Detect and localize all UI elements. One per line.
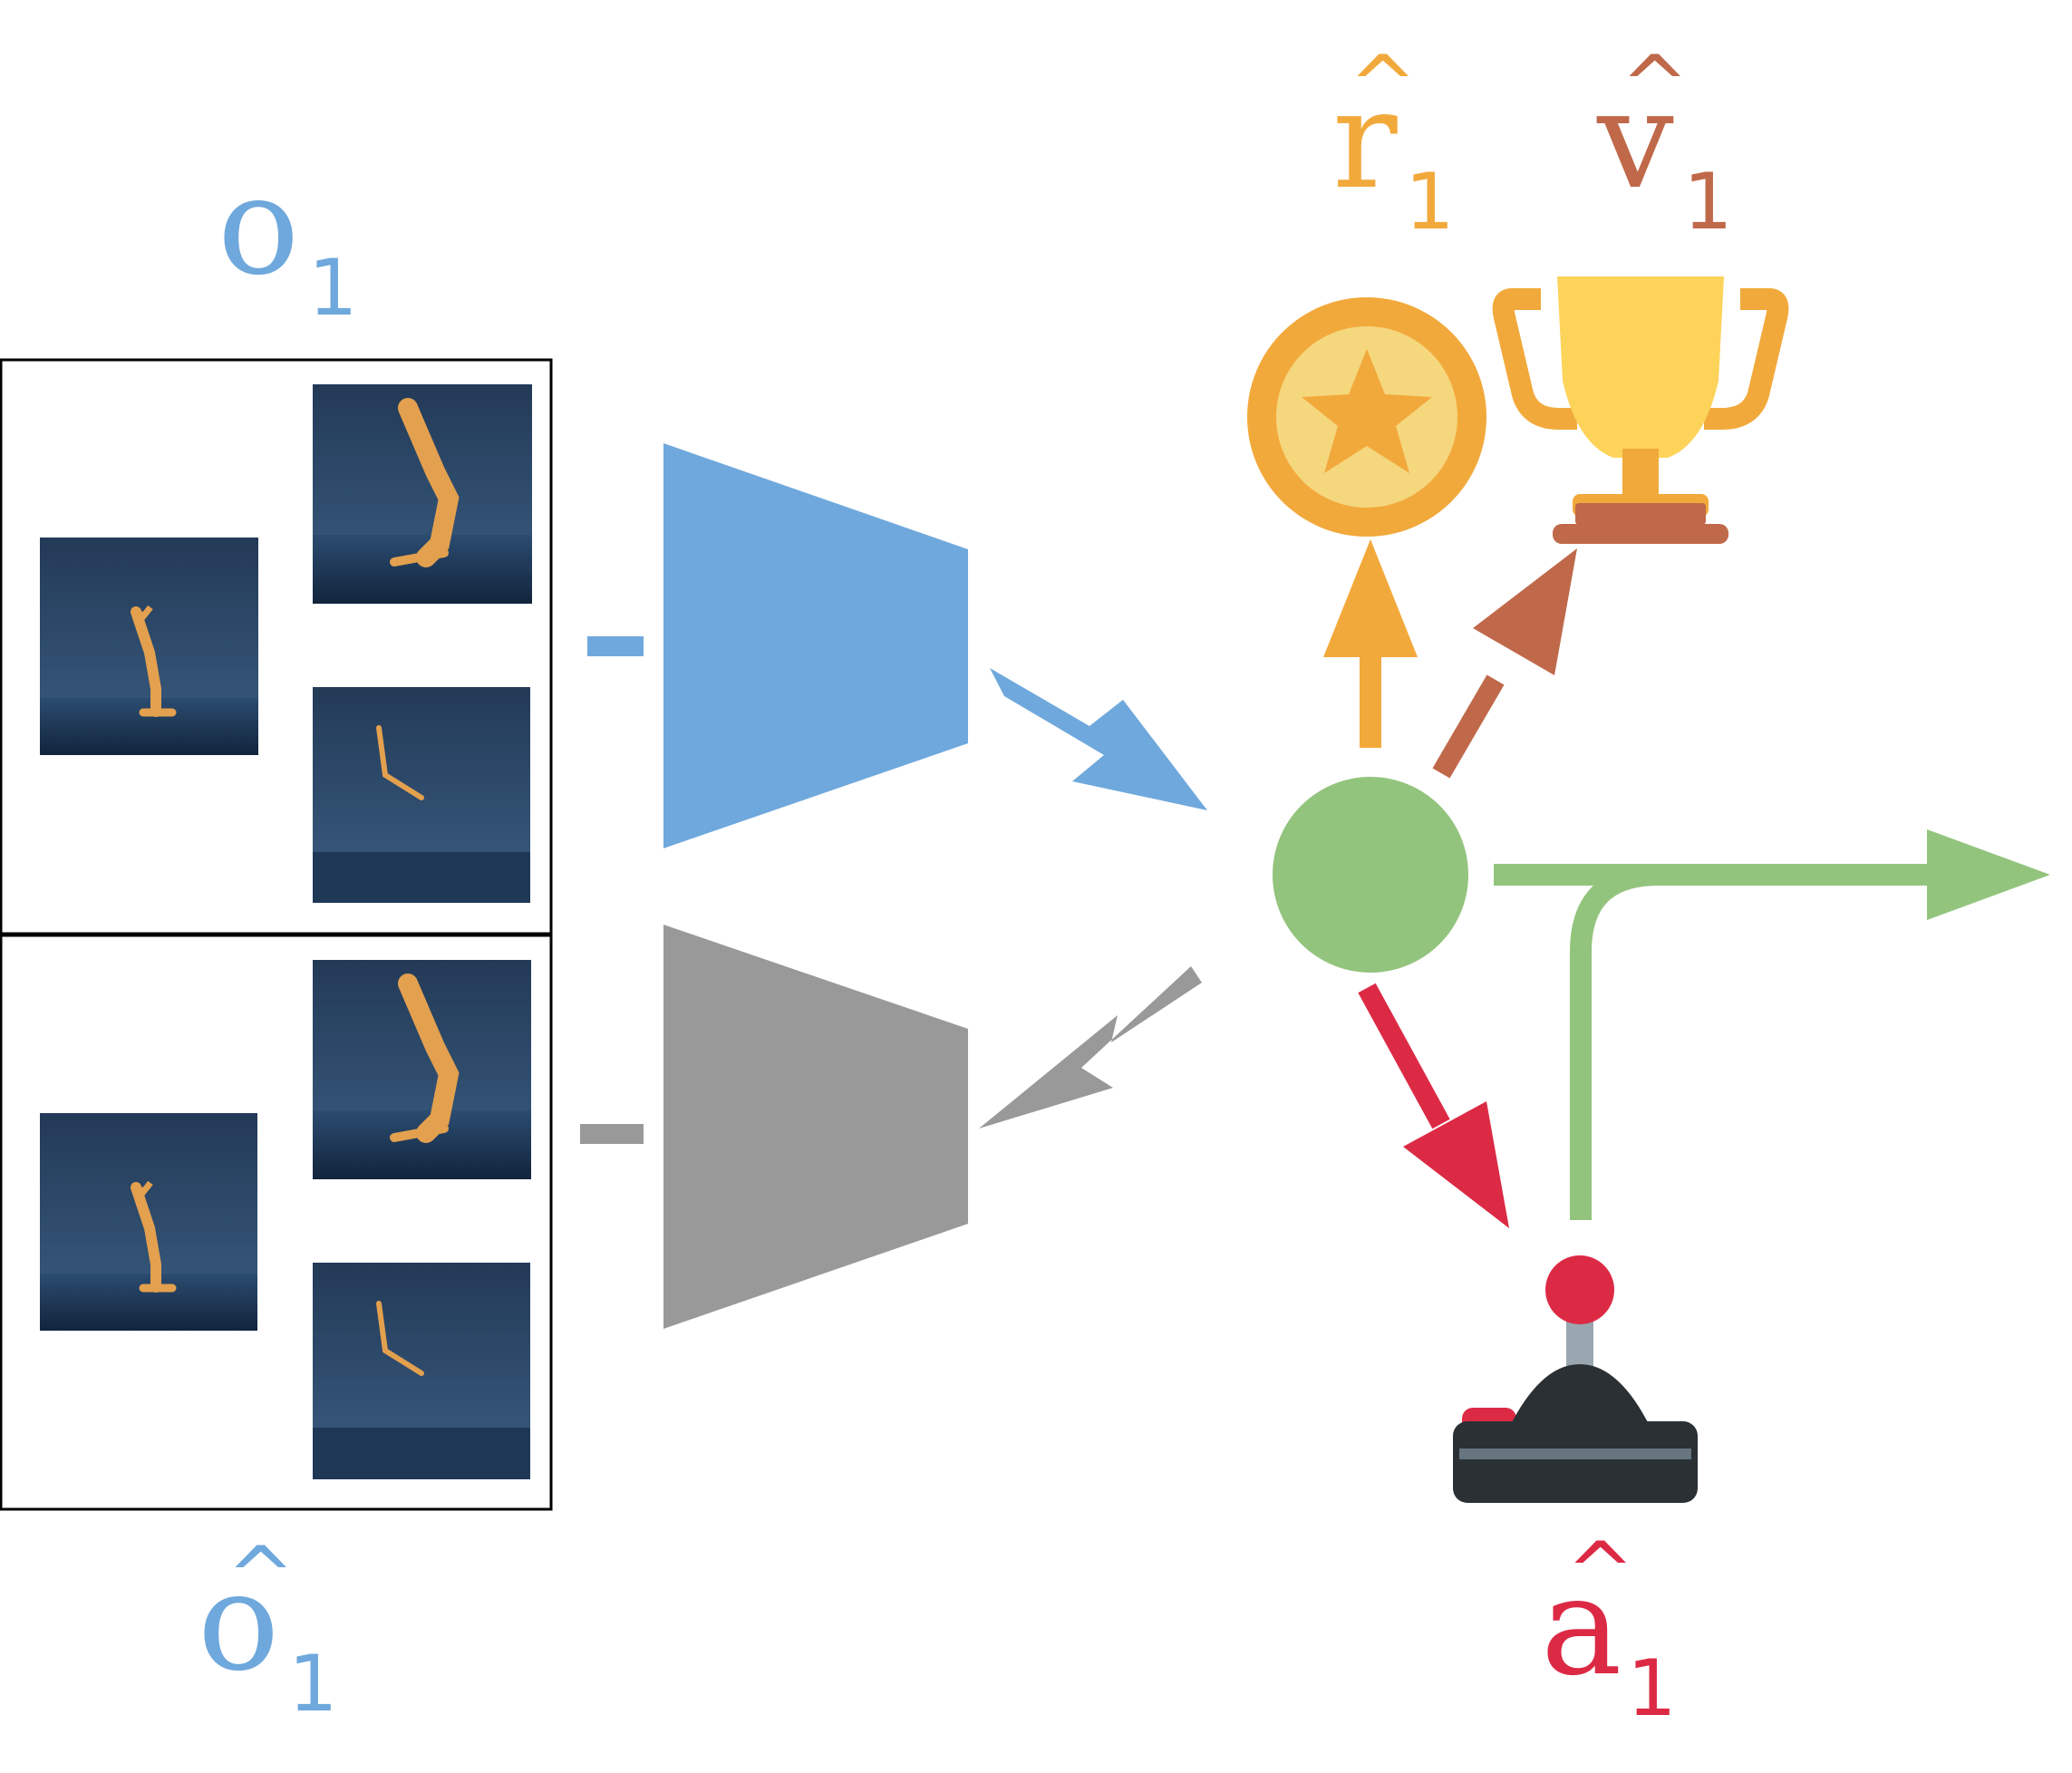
- encoder-to-latent-arrow: [990, 668, 1207, 810]
- hopper-frame-fallen: [313, 687, 530, 903]
- reward-arrow: [1323, 539, 1418, 748]
- hopper-frame-closeup: [313, 384, 532, 604]
- value-arrow: [1432, 548, 1577, 779]
- encoder: [587, 443, 1207, 848]
- hopper-frame-standing: [40, 538, 258, 755]
- coin-star-icon: [1247, 297, 1486, 537]
- action-arrow: [1358, 983, 1509, 1228]
- decoder: [580, 925, 1202, 1329]
- recon-frame-fallen: [313, 1263, 530, 1479]
- observation-label: o 1: [218, 148, 358, 334]
- observation-frame-box: [0, 358, 553, 935]
- decoder-trapezoid: [663, 925, 968, 1329]
- value-label: ^ v 1: [1597, 38, 1733, 247]
- encoder-input-dash: [587, 636, 644, 656]
- recurrent-arrow: [1494, 829, 2050, 1220]
- reconstruction-label: ^ o 1: [198, 1529, 338, 1729]
- recon-frame-closeup: [313, 960, 531, 1179]
- recon-frame-standing: [40, 1113, 257, 1331]
- action-label: ^ a 1: [1541, 1525, 1677, 1734]
- latent-state-node: [1273, 777, 1468, 973]
- reconstruction-frame-box: [0, 934, 553, 1511]
- reward-label: ^ r 1: [1332, 38, 1455, 247]
- latent-to-decoder-arrow: [979, 966, 1202, 1129]
- trophy-icon: [1492, 276, 1789, 544]
- decoder-output-dash: [580, 1124, 644, 1144]
- joystick-icon: [1453, 1255, 1698, 1503]
- encoder-trapezoid: [663, 443, 968, 848]
